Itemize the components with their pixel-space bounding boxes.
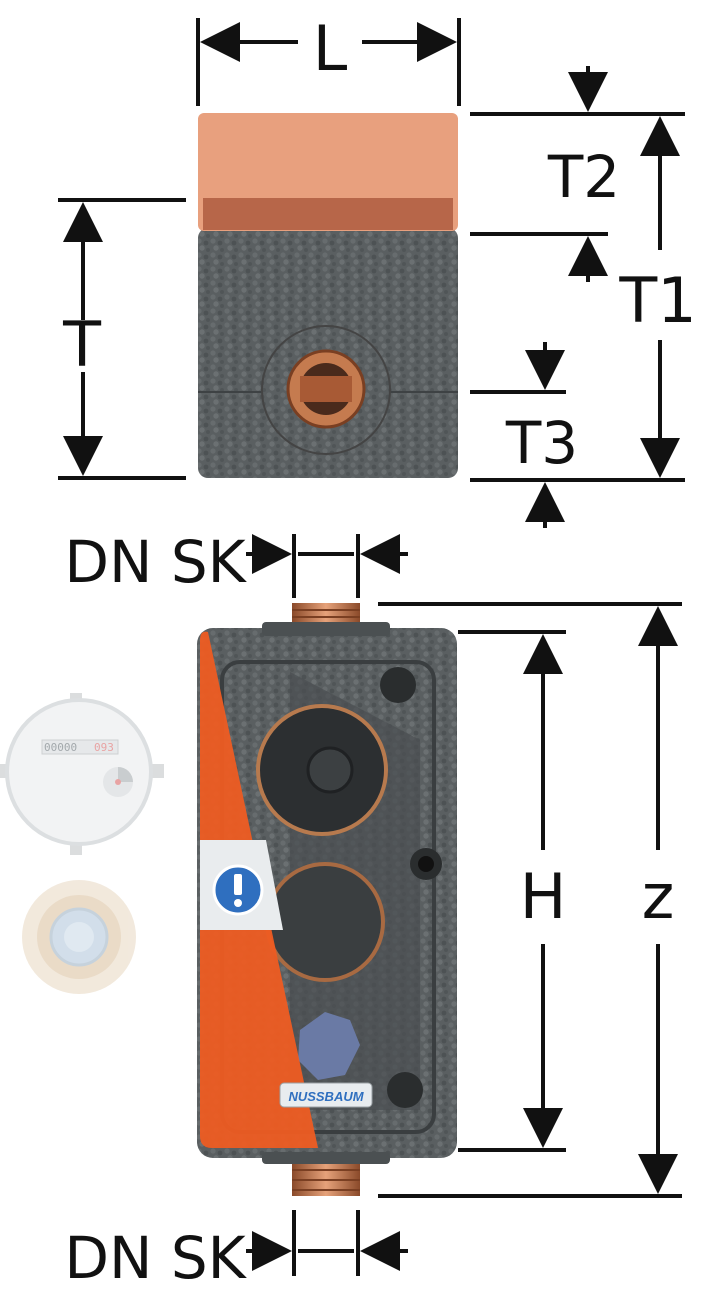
dimension-T1-T2 bbox=[470, 66, 685, 528]
label-T: T bbox=[62, 308, 102, 381]
water-meter: 00000 093 bbox=[0, 693, 164, 855]
label-dn-top: DN SK bbox=[64, 528, 247, 596]
dimension-dn-top bbox=[246, 534, 408, 598]
cover-band bbox=[203, 198, 453, 230]
dimension-L bbox=[196, 18, 461, 106]
closure-cap bbox=[22, 880, 136, 994]
front-view: NUSSBAUM bbox=[197, 603, 457, 1196]
meter-digits-black: 00000 bbox=[44, 741, 77, 754]
label-H: H bbox=[520, 860, 567, 933]
side-view bbox=[198, 113, 458, 478]
label-T3: T3 bbox=[505, 409, 578, 477]
label-T1: T1 bbox=[618, 264, 696, 337]
dimension-dn-bottom bbox=[246, 1210, 408, 1276]
label-L: L bbox=[313, 12, 348, 85]
meter-digits-red: 093 bbox=[94, 741, 114, 754]
label-dn-bottom: DN SK bbox=[64, 1224, 247, 1292]
label-T2: T2 bbox=[547, 143, 620, 211]
valve-lower bbox=[265, 862, 385, 982]
brand-badge bbox=[279, 1082, 373, 1108]
dimension-H-z bbox=[378, 602, 682, 1198]
label-z: z bbox=[642, 860, 675, 933]
brand-label: NUSSBAUM bbox=[288, 1089, 364, 1104]
dimension-T bbox=[58, 198, 186, 480]
handwheel bbox=[298, 1012, 360, 1080]
